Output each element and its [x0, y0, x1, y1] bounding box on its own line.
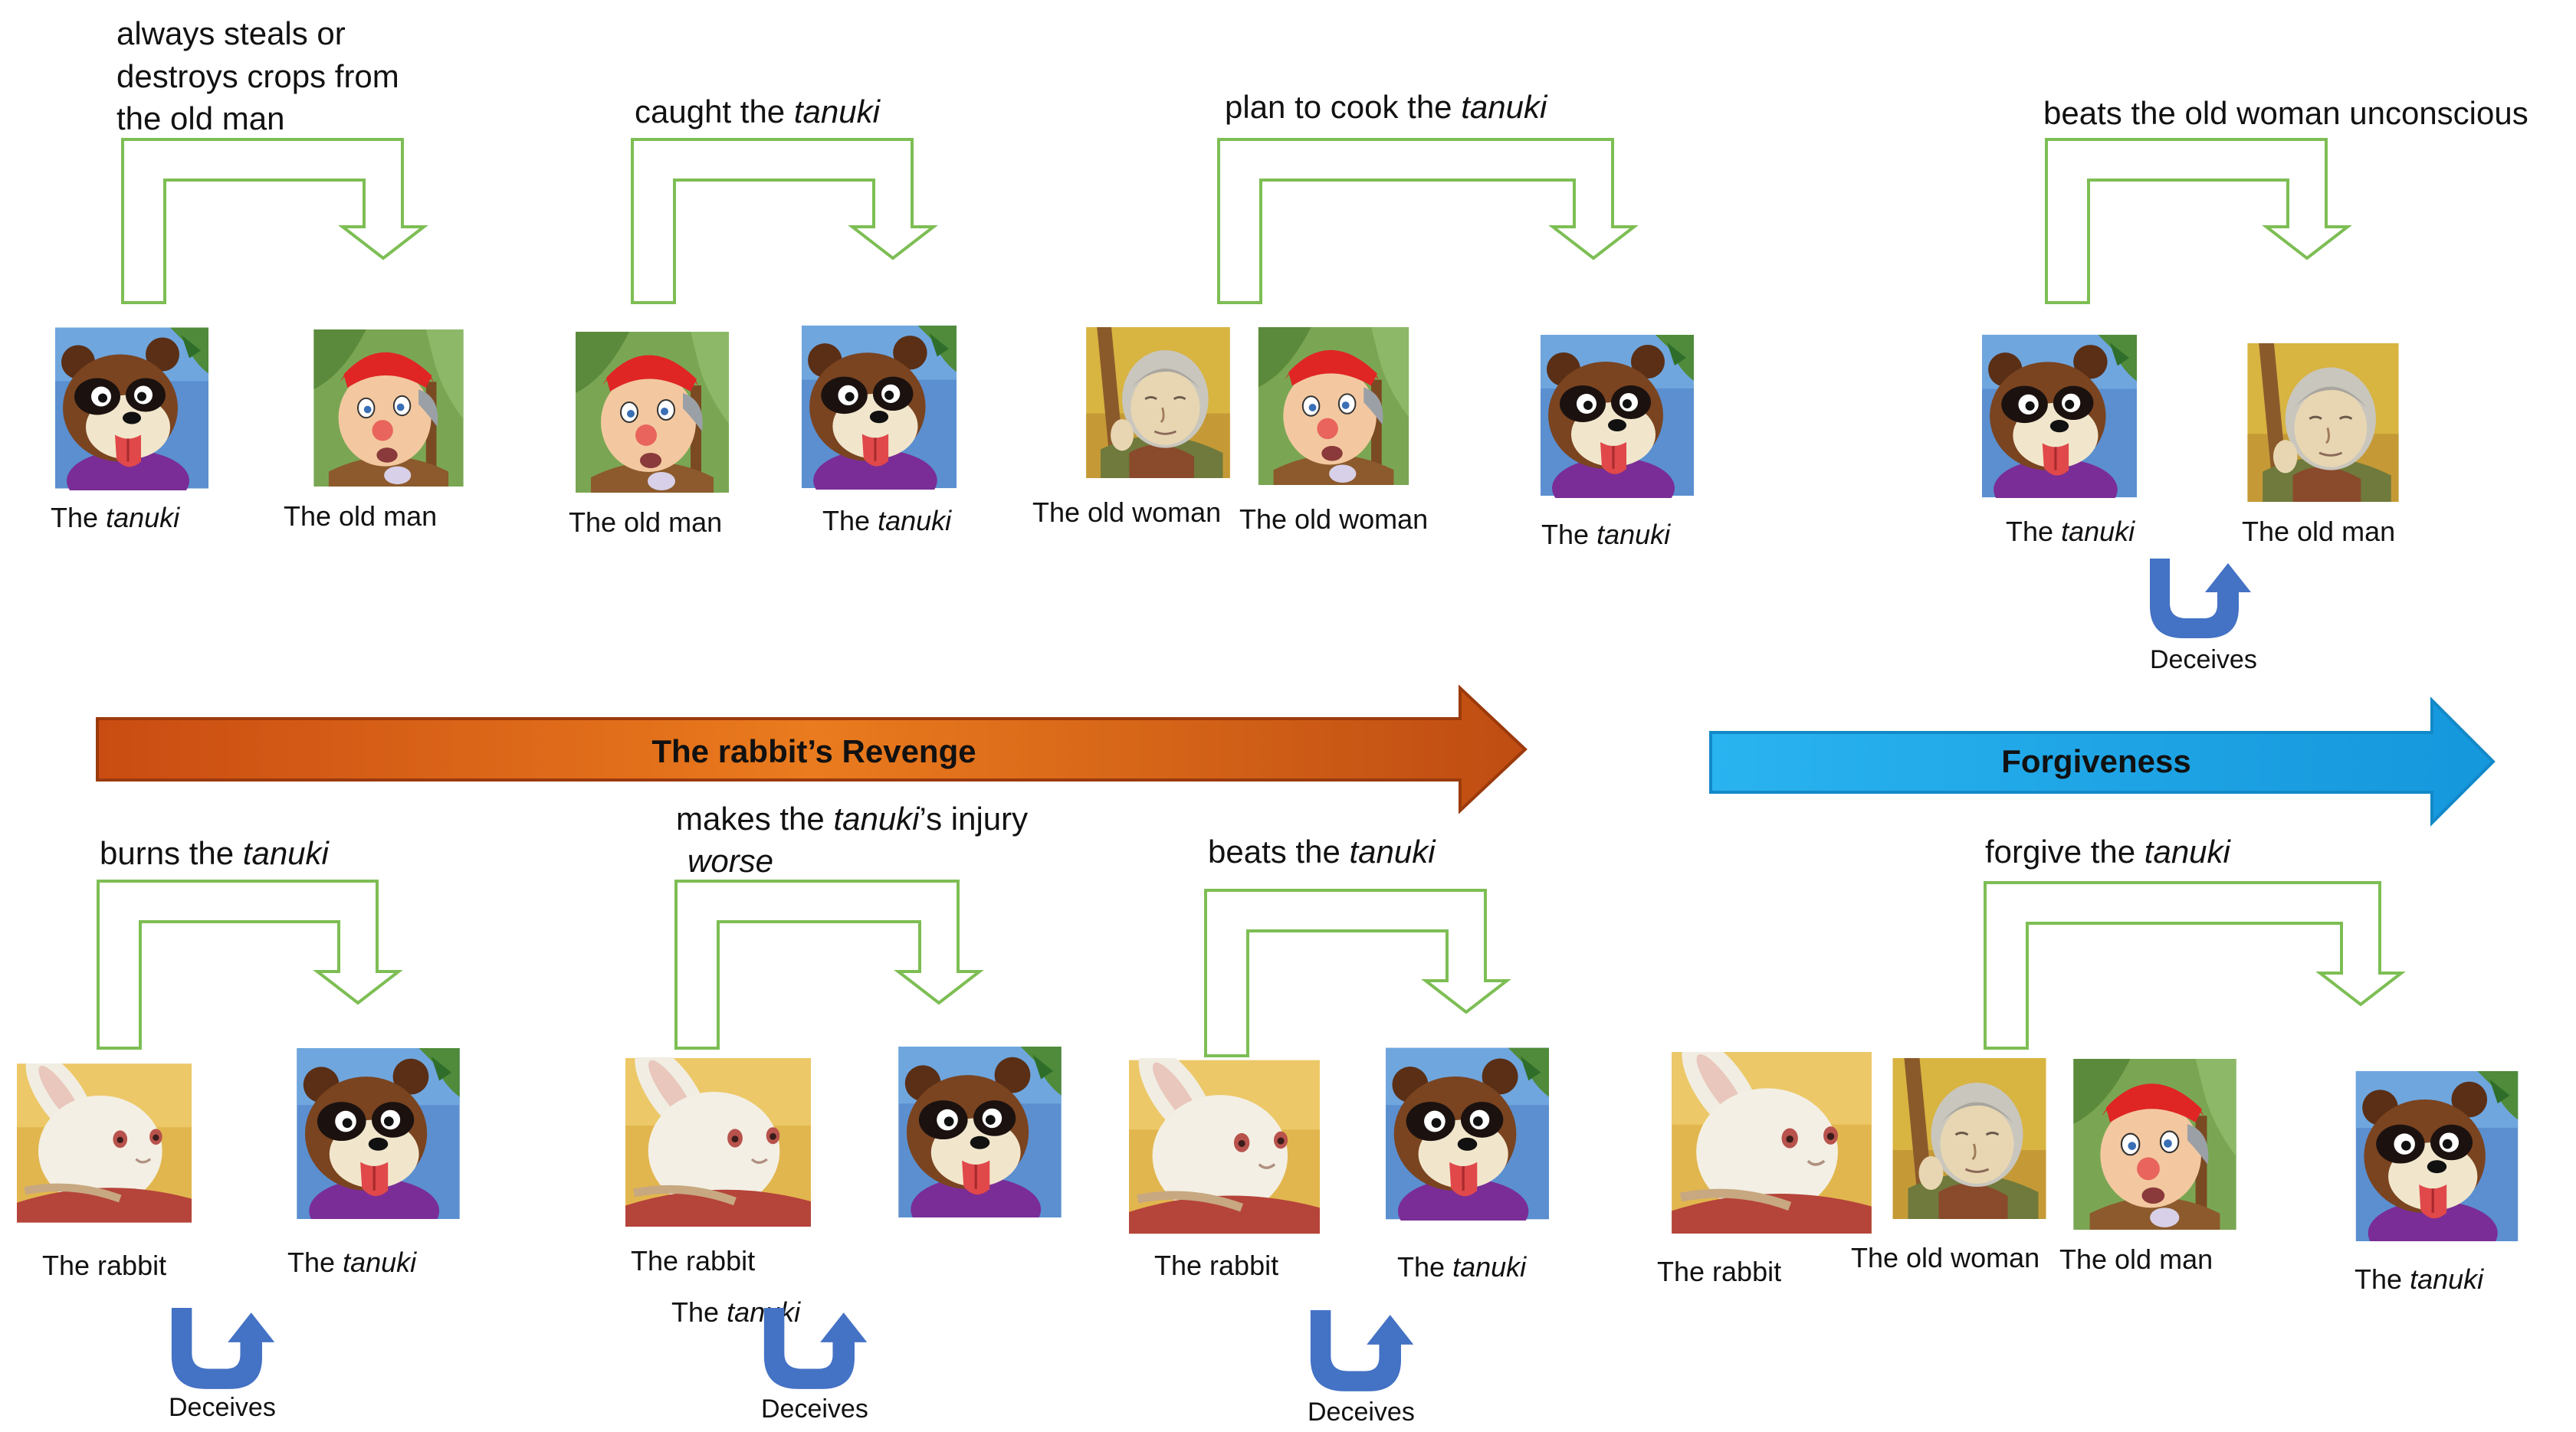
u-turn-arrow-icon: [2150, 559, 2251, 638]
bracket-plan-to-cook: [1217, 138, 1639, 304]
band-forgiveness: Forgiveness: [1709, 696, 2496, 827]
caption-plan-to-cook: plan to cook the tanuki: [1225, 89, 1548, 125]
rabbit-portrait-icon: [1124, 1035, 1320, 1234]
u-turn-arrow-icon: [171, 1308, 275, 1389]
caption-steals-line2: destroys crops from: [116, 58, 399, 94]
label-old-man: The old man: [2242, 516, 2395, 547]
label-deceives: Deceives: [1308, 1398, 1415, 1427]
label-deceives: Deceives: [2150, 645, 2257, 674]
rabbit-portrait-icon: [1667, 1025, 1872, 1234]
tanuki-portrait-icon: [802, 324, 957, 490]
label-tanuki: The tanuki: [1541, 519, 1671, 550]
caption-steals-line3: the old man: [116, 100, 284, 136]
rabbit-portrait-icon: [13, 1040, 192, 1223]
label-old-woman: The old woman: [1851, 1242, 2039, 1273]
u-turn-arrow-icon: [763, 1308, 868, 1389]
band-revenge: The rabbit’s Revenge: [96, 684, 1528, 814]
label-rabbit: The rabbit: [1657, 1256, 1781, 1287]
tanuki-portrait-icon: [1541, 333, 1694, 498]
old-man-portrait-icon: [313, 329, 464, 487]
tanuki-portrait-icon: [2355, 1071, 2519, 1241]
tanuki-portrait-icon: [1982, 334, 2137, 498]
old-woman-portrait-icon: [1085, 327, 1232, 478]
tanuki-portrait-icon: [1386, 1047, 1549, 1221]
bracket-burns: [97, 880, 403, 1050]
old-man-portrait-icon: [1257, 327, 1410, 485]
old-man-portrait-icon: [2072, 1059, 2237, 1230]
bracket-steals: [121, 138, 428, 304]
label-rabbit: The rabbit: [42, 1250, 166, 1281]
band-forgiveness-label: Forgiveness: [2001, 743, 2190, 779]
caption-caught: caught the tanuki: [635, 93, 881, 129]
bracket-injury: [674, 880, 984, 1050]
old-man-portrait-icon: [574, 332, 730, 493]
label-deceives: Deceives: [169, 1393, 276, 1422]
label-tanuki: The tanuki: [2354, 1263, 2484, 1295]
old-woman-portrait-icon: [2246, 343, 2400, 502]
label-old-woman: The old woman: [1032, 496, 1221, 528]
label-rabbit: The rabbit: [631, 1245, 755, 1276]
caption-steals-line1: always steals or: [116, 15, 346, 51]
band-revenge-label: The rabbit’s Revenge: [651, 733, 976, 769]
old-woman-portrait-icon: [1891, 1058, 2048, 1219]
caption-injury-line1: makes the tanuki’s injury: [676, 801, 1028, 837]
bracket-beats-old-woman: [2045, 138, 2352, 304]
label-old-man: The old man: [284, 500, 437, 532]
label-old-man: The old man: [2059, 1244, 2213, 1275]
label-rabbit: The rabbit: [1154, 1250, 1278, 1281]
tanuki-portrait-icon: [297, 1048, 460, 1219]
u-turn-arrow-icon: [1310, 1310, 1414, 1391]
caption-injury-line2: worse: [687, 843, 773, 879]
tanuki-portrait-icon: [55, 326, 208, 490]
bracket-beats-tanuki: [1204, 889, 1511, 1057]
label-tanuki: The tanuki: [2006, 516, 2135, 547]
caption-burns: burns the tanuki: [100, 835, 330, 871]
label-old-woman: The old woman: [1239, 503, 1428, 535]
bracket-caught: [631, 138, 938, 304]
tanuki-portrait-icon: [898, 1047, 1062, 1217]
caption-beats-old-woman: beats the old woman unconscious: [2043, 95, 2528, 131]
label-tanuki: The tanuki: [822, 505, 952, 536]
label-deceives: Deceives: [761, 1394, 868, 1424]
label-tanuki: The tanuki: [287, 1247, 417, 1278]
label-old-man: The old man: [569, 506, 722, 538]
rabbit-portrait-icon: [621, 1034, 811, 1227]
bracket-forgive: [1984, 881, 2406, 1050]
label-tanuki: The tanuki: [671, 1296, 801, 1328]
caption-beats-tanuki: beats the tanuki: [1208, 834, 1436, 870]
label-tanuki: The tanuki: [1397, 1251, 1527, 1283]
caption-forgive: forgive the tanuki: [1985, 834, 2232, 870]
label-tanuki: The tanuki: [51, 502, 180, 533]
